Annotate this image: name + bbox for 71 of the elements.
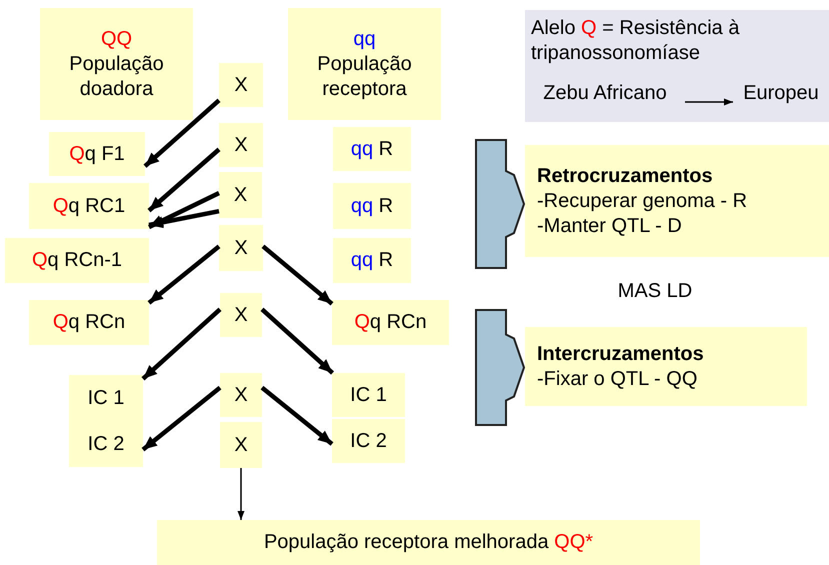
heading: Intercruzamentos [537,342,704,366]
population-box [288,8,441,120]
node-text: Zebu Africano [543,80,667,106]
arrow [148,244,220,305]
cross-box [220,422,262,468]
arrow [260,308,334,375]
block-arrow [475,309,526,426]
genotype-label: qq R [350,194,394,218]
node-text: QQ [100,26,132,52]
arrow [238,468,244,520]
node-text: IC 2 [350,428,387,454]
node-text: Qq RCn-1 [32,248,122,273]
genotype-box [333,238,411,283]
arrow [148,209,220,228]
info-box [525,327,807,406]
arrow [262,244,334,306]
arrow [260,386,334,446]
cross-box [219,172,262,218]
node-text: Qq RCn [354,310,427,335]
arrow [148,191,220,230]
cross-symbol: X [234,182,248,208]
cross-box [219,63,263,107]
cross-symbol: X [234,236,248,260]
node-text: IC 1 [350,382,387,408]
allele-note: Alelo Q = Resistência à tripanossonomíase [531,16,740,66]
arrow [144,98,220,168]
info-box [525,145,829,257]
arrow [142,308,222,380]
node-text: IC 1 [88,386,124,410]
arrow [142,386,222,452]
result-box [157,520,700,565]
cross-box [219,123,263,167]
population-box [40,8,193,120]
genotype-label: qq R [350,136,394,162]
node-text: -Recuperar genoma - R [537,188,748,214]
cross-symbol: X [234,382,248,408]
genotype-box [332,300,449,345]
cross-symbol: X [234,132,248,158]
cross-box [220,293,262,337]
cross-box [219,225,263,271]
node-text: qq [353,26,376,52]
cross-symbol: X [234,302,248,328]
genotype-box [333,127,411,171]
cross-symbol: X [234,432,248,458]
node-text: Europeu [743,80,819,106]
legend-box [525,10,829,122]
genotype-box [29,183,149,229]
node-text: Qq F1 [69,142,125,166]
arrow [148,148,220,212]
node-text: -Manter QTL - D [537,214,682,238]
node-text: População doadora [68,52,165,102]
cross-box [220,373,262,417]
node-text: Qq RCn [52,310,126,335]
intercross-box [69,375,143,467]
genotype-label: qq R [350,248,394,273]
genotype-box [49,132,145,176]
arrow [685,98,733,106]
node-text: IC 2 [88,432,124,456]
block-arrow [475,139,526,269]
genotype-box [333,183,411,229]
node-text: Qq RC1 [52,194,126,218]
marker-note: MAS LD [616,280,694,303]
intercross-box [332,373,405,417]
genotype-box [5,238,149,283]
node-text: População receptora [316,52,413,102]
genotype-box [29,300,149,345]
intercross-box [332,419,405,463]
cross-symbol: X [234,72,248,98]
genotype-label: População receptora melhorada QQ* [264,530,594,555]
heading: Retrocruzamentos [537,164,713,188]
node-text: -Fixar o QTL - QQ [537,366,698,392]
